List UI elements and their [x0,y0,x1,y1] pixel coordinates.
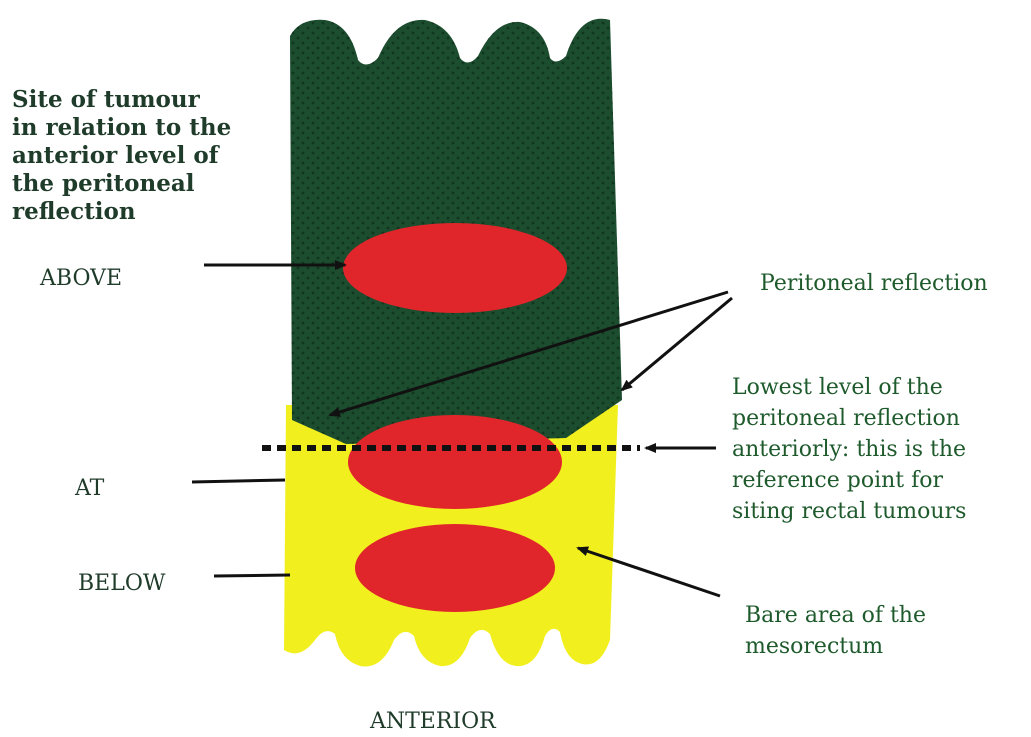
label-lowest-level: Lowest level of the peritoneal reflectio… [732,372,1031,527]
label-anterior: ANTERIOR [370,706,496,737]
label-above: ABOVE [40,263,122,294]
tumour-at [348,415,562,509]
arrow-peritoneal-2 [622,298,732,390]
label-below: BELOW [78,568,165,599]
tumour-below [355,524,555,612]
tumour-above [343,223,567,313]
label-peritoneal-reflection: Peritoneal reflection [760,268,988,299]
line-below [214,575,290,576]
label-bare-area: Bare area of the mesorectum [745,600,1005,662]
diagram-title: Site of tumour in relation to the anteri… [12,86,252,226]
label-at: AT [75,473,104,504]
line-at [192,480,285,482]
